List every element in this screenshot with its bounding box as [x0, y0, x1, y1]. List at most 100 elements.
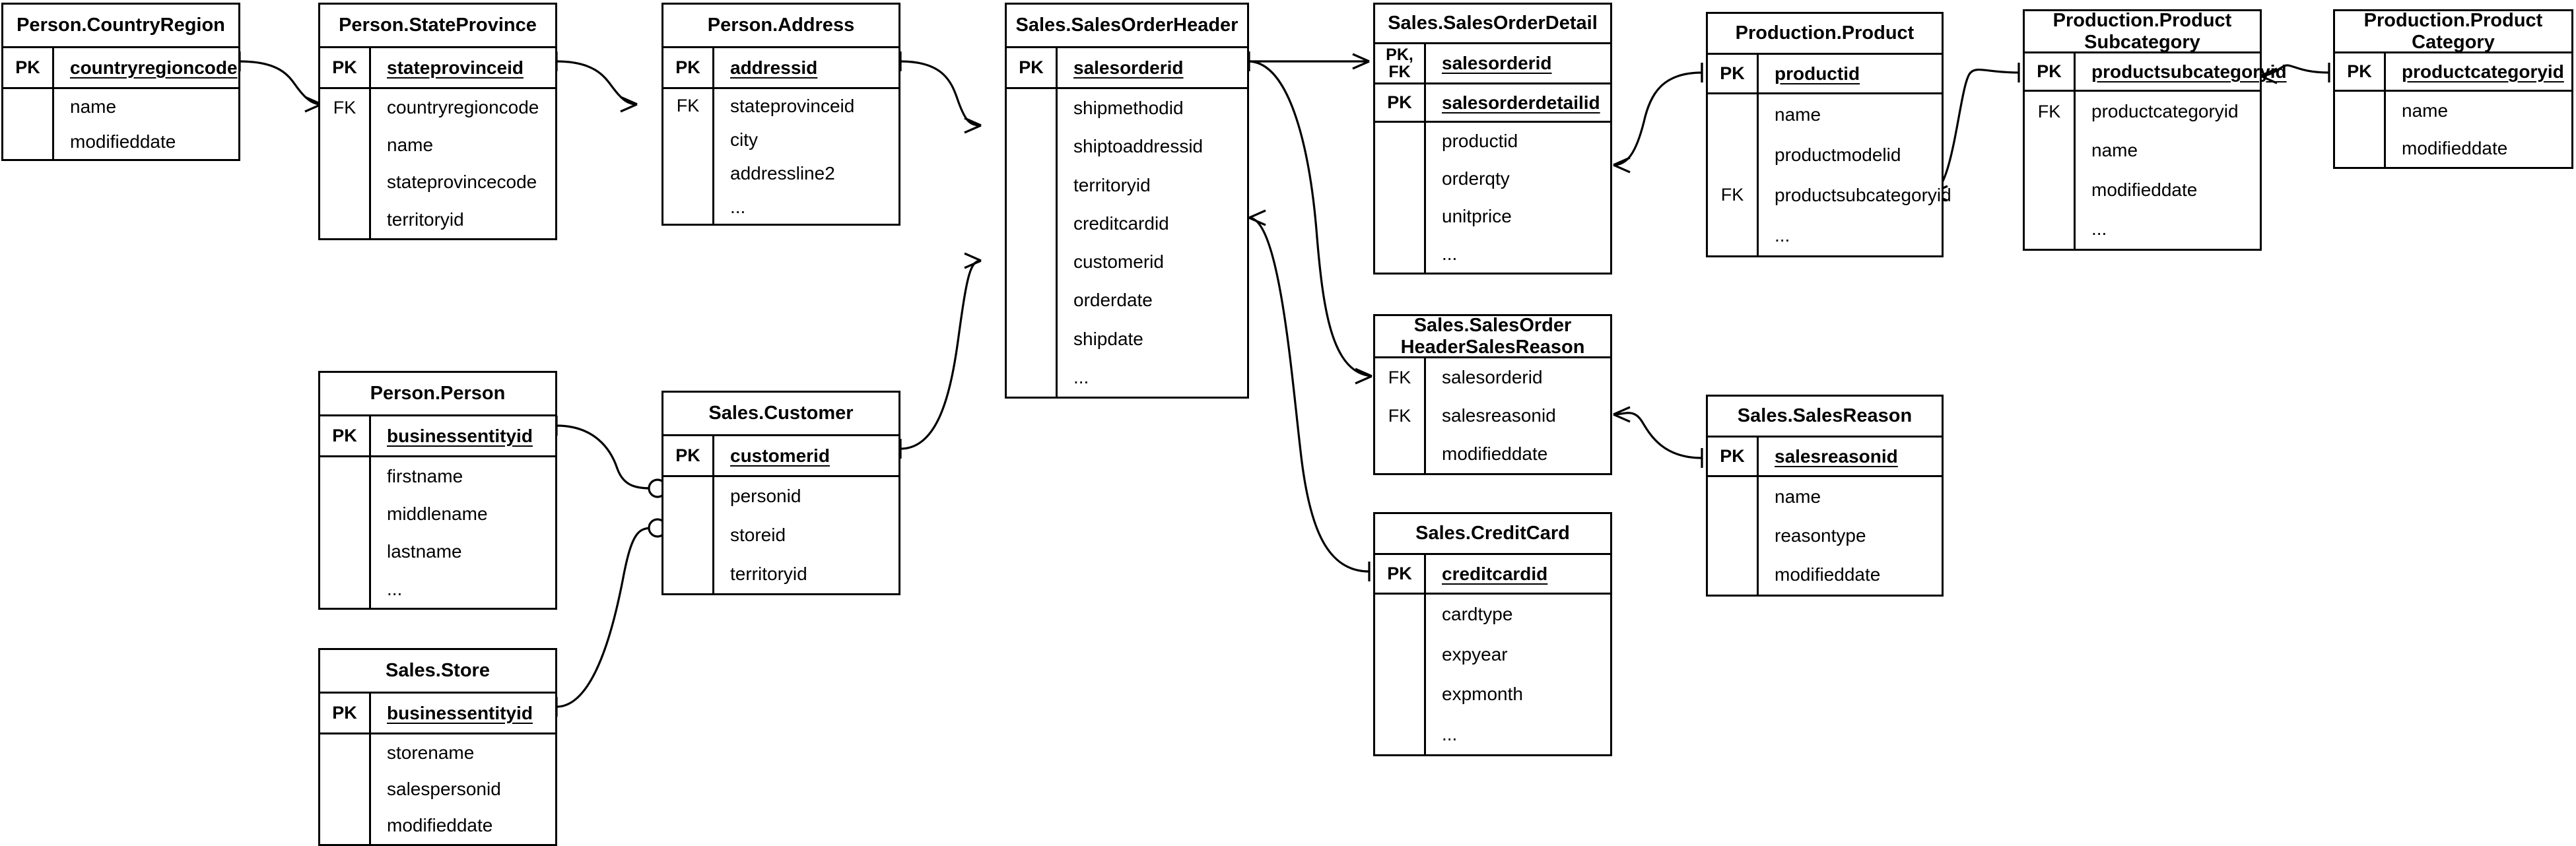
- key-badge-empty: [320, 495, 371, 533]
- attribute-name: territoryid: [387, 209, 464, 230]
- attribute-row[interactable]: name: [3, 89, 238, 124]
- attribute-row[interactable]: city: [663, 123, 898, 156]
- attribute-row[interactable]: productid: [1375, 123, 1610, 160]
- attribute-row[interactable]: creditcardid: [1007, 204, 1247, 243]
- attribute-row[interactable]: unitprice: [1375, 197, 1610, 236]
- attribute-row[interactable]: expyear: [1375, 634, 1610, 674]
- attribute-row[interactable]: orderdate: [1007, 281, 1247, 320]
- attribute-row[interactable]: ...: [663, 190, 898, 224]
- attribute-row[interactable]: name: [2025, 131, 2260, 170]
- attribute-row[interactable]: middlename: [320, 495, 555, 533]
- entity-sales-salesorderheader[interactable]: Sales.SalesOrderHeader PK salesorderid s…: [1005, 3, 1249, 399]
- key-badge: FK: [663, 89, 714, 123]
- attribute-row[interactable]: modifieddate: [1708, 555, 1942, 595]
- attribute-row[interactable]: PK countryregioncode: [3, 48, 238, 87]
- attribute-row[interactable]: shipdate: [1007, 319, 1247, 358]
- attribute-row[interactable]: territoryid: [663, 554, 898, 594]
- attribute-row[interactable]: modifieddate: [2025, 170, 2260, 210]
- attribute-name: modifieddate: [1775, 564, 1881, 585]
- attribute-row[interactable]: orderqty: [1375, 160, 1610, 198]
- attribute-row[interactable]: FK productsubcategoryid: [1708, 175, 1951, 215]
- attribute-name: territoryid: [730, 563, 807, 584]
- attribute-row[interactable]: PK addressid: [663, 48, 898, 87]
- attribute-row[interactable]: ...: [2025, 209, 2260, 249]
- attribute-row[interactable]: customerid: [1007, 243, 1247, 282]
- attribute-row[interactable]: PK salesorderdetailid: [1375, 84, 1610, 121]
- attribute-row[interactable]: addressline2: [663, 156, 898, 190]
- attribute-name: reasontype: [1775, 525, 1866, 546]
- attribute-row[interactable]: salespersonid: [320, 771, 555, 808]
- attribute-row[interactable]: ...: [1375, 714, 1610, 754]
- entity-production-product[interactable]: Production.Product PK productid name pro…: [1706, 12, 1951, 257]
- attribute-row[interactable]: stateprovincecode: [320, 164, 555, 201]
- attribute-row[interactable]: PK productsubcategoryid: [2025, 53, 2287, 90]
- attribute-name: lastname: [387, 540, 462, 562]
- attribute-row[interactable]: name: [2335, 92, 2571, 129]
- attribute-row[interactable]: storeid: [663, 515, 898, 555]
- edge-creditcard-salesorderheader: [1248, 209, 1371, 581]
- attribute-row[interactable]: PK productcategoryid: [2335, 53, 2571, 90]
- attribute-row[interactable]: FK stateprovinceid: [663, 89, 898, 123]
- key-badge: PK: [320, 48, 371, 87]
- entity-person-address[interactable]: Person.Address PK addressid FK stateprov…: [661, 3, 900, 226]
- entity-sales-salesreason[interactable]: Sales.SalesReason PK salesreasonid name …: [1706, 395, 1944, 597]
- attribute-row[interactable]: FK countryregioncode: [320, 89, 555, 127]
- attribute-name: shipmethodid: [1073, 98, 1184, 119]
- key-badge-empty: [2025, 131, 2076, 170]
- attribute-row[interactable]: modifieddate: [2335, 129, 2571, 167]
- attribute-row[interactable]: ...: [1007, 358, 1247, 397]
- attribute-row[interactable]: shipmethodid: [1007, 89, 1247, 128]
- entity-sales-salesorderdetail[interactable]: Sales.SalesOrderDetail PK, FK salesorder…: [1373, 3, 1612, 275]
- attribute-row[interactable]: personid: [663, 477, 898, 516]
- attribute-row[interactable]: PK salesorderid: [1007, 48, 1247, 87]
- attribute-row[interactable]: expmonth: [1375, 674, 1610, 715]
- entity-production-productsubcategory[interactable]: Production.Product Subcategory PK produc…: [2023, 9, 2287, 251]
- attribute-row[interactable]: modifieddate: [1375, 435, 1610, 473]
- attribute-row[interactable]: firstname: [320, 457, 555, 495]
- attribute-row[interactable]: FK productcategoryid: [2025, 92, 2260, 131]
- entity-person-countryregion[interactable]: Person.CountryRegion PK countryregioncod…: [1, 3, 240, 161]
- attribute-row[interactable]: ...: [320, 570, 555, 608]
- attribute-row[interactable]: FK salesorderid: [1375, 358, 1610, 397]
- attribute-row[interactable]: name: [320, 126, 555, 164]
- attribute-row[interactable]: reasontype: [1708, 516, 1942, 556]
- attribute-name: city: [730, 129, 758, 150]
- attribute-row[interactable]: FK salesreasonid: [1375, 397, 1610, 435]
- attribute-row[interactable]: modifieddate: [3, 124, 238, 159]
- attribute-row[interactable]: PK businessentityid: [320, 416, 555, 455]
- attribute-row[interactable]: name: [1708, 477, 1942, 517]
- attribute-row[interactable]: modifieddate: [320, 807, 555, 844]
- entity-sales-creditcard[interactable]: Sales.CreditCard PK creditcardid cardtyp…: [1373, 512, 1612, 756]
- entity-production-productcategory[interactable]: Production.Product Category PK productca…: [2333, 9, 2573, 169]
- attribute-row[interactable]: lastname: [320, 533, 555, 570]
- attribute-name: ...: [1073, 366, 1089, 387]
- attribute-row[interactable]: PK creditcardid: [1375, 555, 1610, 593]
- attribute-name: addressline2: [730, 162, 835, 183]
- attribute-row[interactable]: PK, FK salesorderid: [1375, 44, 1610, 82]
- attribute-name: name: [1775, 486, 1821, 507]
- attribute-row[interactable]: ...: [1375, 235, 1610, 273]
- entity-person-person[interactable]: Person.Person PK businessentityid firstn…: [318, 371, 557, 610]
- attribute-row[interactable]: storename: [320, 734, 555, 771]
- entity-sales-store[interactable]: Sales.Store PK businessentityid storenam…: [318, 648, 557, 846]
- key-badge: PK: [1007, 48, 1058, 87]
- attribute-row[interactable]: PK salesreasonid: [1708, 438, 1942, 475]
- key-badge-empty: [3, 89, 54, 124]
- attribute-row[interactable]: productmodelid: [1708, 135, 1942, 175]
- attribute-row[interactable]: PK customerid: [663, 436, 898, 475]
- attribute-row[interactable]: territoryid: [320, 201, 555, 238]
- entity-person-stateprovince[interactable]: Person.StateProvince PK stateprovinceid …: [318, 3, 557, 240]
- attribute-row[interactable]: ...: [1708, 215, 1942, 255]
- attribute-row[interactable]: PK stateprovinceid: [320, 48, 555, 87]
- attribute-row[interactable]: PK businessentityid: [320, 694, 555, 732]
- key-badge: PK, FK: [1375, 44, 1426, 82]
- attribute-row[interactable]: shiptoaddressid: [1007, 127, 1247, 166]
- attribute-row[interactable]: name: [1708, 94, 1942, 135]
- entity-sales-customer[interactable]: Sales.Customer PK customerid personid st…: [661, 391, 900, 595]
- attribute-row[interactable]: cardtype: [1375, 595, 1610, 635]
- attribute-row[interactable]: territoryid: [1007, 166, 1247, 205]
- entity-sales-salesorderheadersalesreason[interactable]: Sales.SalesOrder HeaderSalesReason FK sa…: [1373, 314, 1612, 475]
- attribute-row[interactable]: PK productid: [1708, 55, 1942, 92]
- key-badge-empty: [320, 457, 371, 495]
